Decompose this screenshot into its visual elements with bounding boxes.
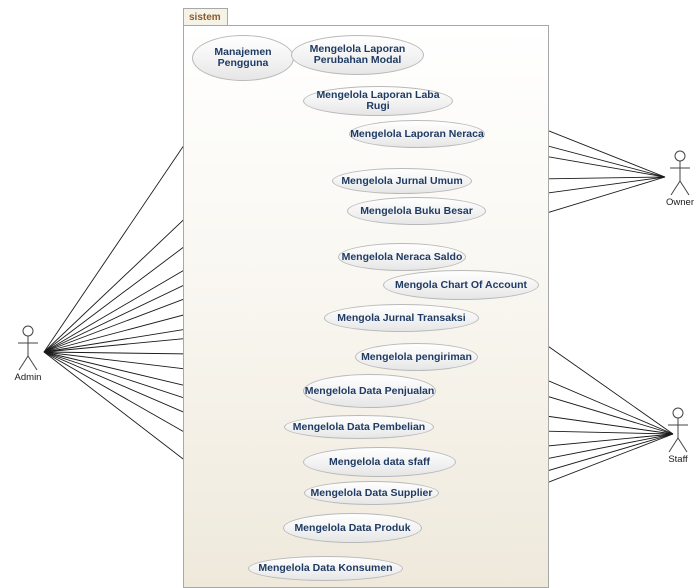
use-case-data-penjualan[interactable]: Mengelola Data Penjualan (303, 374, 436, 408)
actor-admin[interactable]: Admin (8, 325, 48, 383)
use-case-jurnal-transaksi[interactable]: Mengola Jurnal Transaksi (324, 304, 479, 332)
stick-figure-icon (670, 150, 690, 196)
actor-label-staff: Staff (668, 454, 688, 465)
stick-figure-icon (668, 407, 688, 453)
stick-figure-icon (18, 325, 38, 371)
use-case-buku-besar[interactable]: Mengelola Buku Besar (347, 197, 486, 225)
use-case-data-supplier[interactable]: Mengelola Data Supplier (304, 481, 439, 505)
use-case-pengiriman[interactable]: Mengelola pengiriman (355, 343, 478, 371)
use-case-laporan-perubahan-modal[interactable]: Mengelola Laporan Perubahan Modal (291, 35, 424, 75)
use-case-chart-of-account[interactable]: Mengola Chart Of Account (383, 270, 539, 300)
use-case-neraca-saldo[interactable]: Mengelola Neraca Saldo (338, 243, 466, 271)
use-case-data-konsumen[interactable]: Mengelola Data Konsumen (248, 556, 403, 581)
actor-owner[interactable]: Owner (660, 150, 698, 208)
use-case-data-produk[interactable]: Mengelola Data Produk (283, 513, 422, 543)
use-case-laporan-laba-rugi[interactable]: Mengelola Laporan Laba Rugi (303, 86, 453, 116)
use-case-jurnal-umum[interactable]: Mengelola Jurnal Umum (332, 168, 472, 194)
actor-label-owner: Owner (666, 197, 694, 208)
use-case-laporan-neraca[interactable]: Mengelola Laporan Neraca (349, 120, 485, 148)
use-case-manajemen-pengguna[interactable]: Manajemen Pengguna (192, 35, 294, 81)
actor-staff[interactable]: Staff (658, 407, 698, 465)
use-case-data-pembelian[interactable]: Mengelola Data Pembelian (284, 415, 434, 439)
actor-label-admin: Admin (14, 372, 42, 383)
system-boundary-label: sistem (183, 8, 228, 25)
use-case-data-staff[interactable]: Mengelola data sfaff (303, 447, 456, 477)
